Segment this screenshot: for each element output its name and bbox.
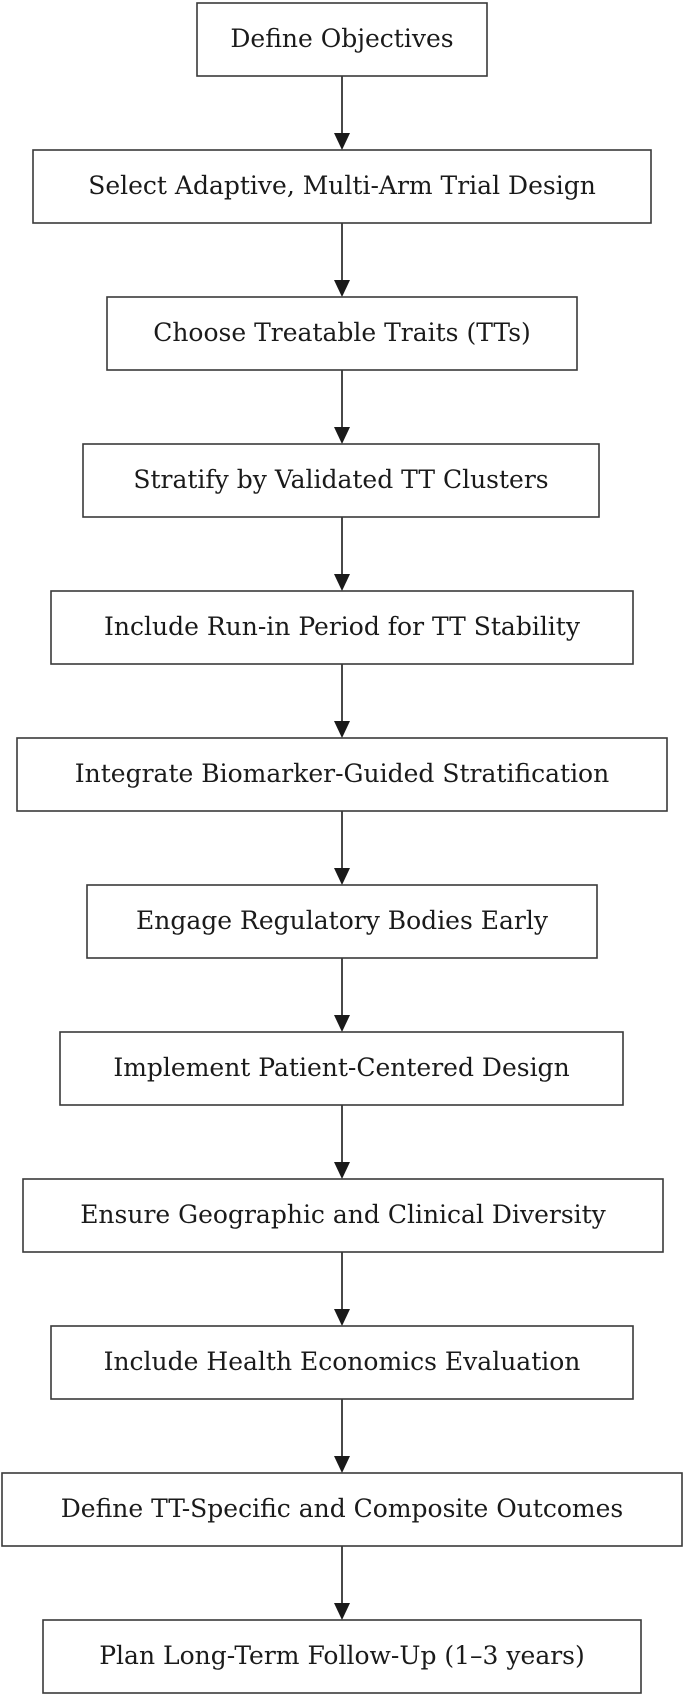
flow-step-11: Define TT-Specific and Composite Outcome…	[1, 1472, 683, 1547]
arrowhead-icon	[334, 721, 350, 738]
arrowhead-icon	[334, 1309, 350, 1326]
flow-step-12: Plan Long-Term Follow-Up (1–3 years)	[42, 1619, 642, 1694]
arrowhead-icon	[334, 133, 350, 150]
flow-step-box	[59, 1031, 624, 1106]
flow-step-box	[16, 737, 668, 812]
flow-step-box	[50, 1325, 634, 1400]
flow-step-10: Include Health Economics Evaluation	[50, 1325, 634, 1400]
flow-step-1: Define Objectives	[196, 2, 488, 77]
flow-step-label: Integrate Biomarker-Guided Stratificatio…	[75, 759, 609, 788]
flow-step-box	[196, 2, 488, 77]
flow-arrow-8	[334, 1105, 350, 1179]
flow-arrow-10	[334, 1399, 350, 1473]
arrowhead-icon	[334, 280, 350, 297]
arrowhead-icon	[334, 574, 350, 591]
arrowhead-icon	[334, 1162, 350, 1179]
flow-arrow-5	[334, 664, 350, 738]
arrowhead-icon	[334, 1603, 350, 1620]
flow-step-label: Define TT-Specific and Composite Outcome…	[61, 1494, 623, 1523]
flow-step-label: Include Health Economics Evaluation	[104, 1347, 581, 1376]
flow-arrow-6	[334, 811, 350, 885]
flow-step-2: Select Adaptive, Multi-Arm Trial Design	[32, 149, 652, 224]
flow-step-6: Integrate Biomarker-Guided Stratificatio…	[16, 737, 668, 812]
flow-step-box	[106, 296, 578, 371]
flow-step-4: Stratify by Validated TT Clusters	[82, 443, 600, 518]
flow-arrow-9	[334, 1252, 350, 1326]
flow-step-8: Implement Patient-Centered Design	[59, 1031, 624, 1106]
flow-step-label: Stratify by Validated TT Clusters	[133, 465, 548, 494]
flow-step-box	[86, 884, 598, 959]
flow-step-label: Select Adaptive, Multi-Arm Trial Design	[88, 171, 596, 200]
arrowhead-icon	[334, 1015, 350, 1032]
arrowhead-icon	[334, 427, 350, 444]
flow-step-7: Engage Regulatory Bodies Early	[86, 884, 598, 959]
arrowhead-icon	[334, 1456, 350, 1473]
flow-step-box	[22, 1178, 664, 1253]
flow-step-box	[50, 590, 634, 665]
flow-step-box	[42, 1619, 642, 1694]
flow-step-label: Engage Regulatory Bodies Early	[136, 906, 549, 935]
flow-arrow-7	[334, 958, 350, 1032]
flow-step-label: Choose Treatable Traits (TTs)	[153, 318, 531, 347]
flow-step-3: Choose Treatable Traits (TTs)	[106, 296, 578, 371]
flow-step-5: Include Run-in Period for TT Stability	[50, 590, 634, 665]
flow-step-box	[1, 1472, 683, 1547]
flow-step-label: Define Objectives	[230, 24, 453, 53]
flow-arrow-4	[334, 517, 350, 591]
flow-step-box	[32, 149, 652, 224]
flow-step-label: Include Run-in Period for TT Stability	[104, 612, 581, 641]
flow-step-label: Ensure Geographic and Clinical Diversity	[80, 1200, 606, 1229]
flow-arrow-3	[334, 370, 350, 444]
flow-step-label: Implement Patient-Centered Design	[113, 1053, 569, 1082]
flow-arrow-1	[334, 76, 350, 150]
flow-arrow-11	[334, 1546, 350, 1620]
flow-arrow-2	[334, 223, 350, 297]
flow-step-9: Ensure Geographic and Clinical Diversity	[22, 1178, 664, 1253]
flowchart-edges	[334, 76, 350, 1620]
flow-step-box	[82, 443, 600, 518]
arrowhead-icon	[334, 868, 350, 885]
flow-step-label: Plan Long-Term Follow-Up (1–3 years)	[99, 1641, 585, 1670]
